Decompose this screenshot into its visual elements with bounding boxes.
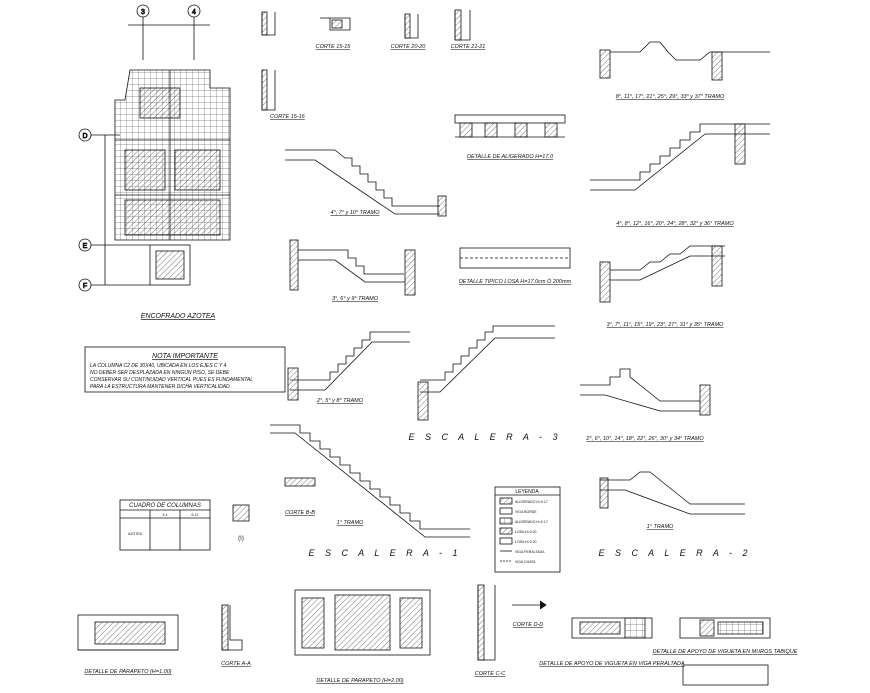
stair-label-r1: 8°, 11°, 17°, 21°, 25°, 29°, 33° y 37° T…	[616, 94, 725, 100]
columns-table	[119, 499, 211, 551]
escalera-2-title: E S C A L E R A - 2	[598, 548, 751, 558]
corte-dd: CORTE D-D	[513, 622, 543, 628]
corte-bb: CORTE B-B	[285, 510, 315, 516]
column-section-icon	[232, 504, 250, 522]
stair-section-escalera-1	[270, 424, 470, 538]
note-line: CONSERVAR SU CONTINUIDAD VERTICAL PUES E…	[90, 377, 253, 383]
note-line: NO DEBER SER DESPLAZADA EN NINGUN PISO, …	[90, 370, 230, 376]
escalera-3-title: E S C A L E R A - 3	[408, 432, 561, 442]
stair-section-l1	[285, 149, 447, 217]
note-line: LA COLUMNA C2 DE 30X40, UBICADA EN LOS E…	[90, 363, 226, 369]
top-cut-details	[261, 9, 471, 111]
note-line: PARA LA ESTRUCTURA MANTENER DICHA VERTIC…	[90, 384, 231, 390]
stair-section-r1	[599, 41, 770, 81]
legend-item: VIGA BORDE	[515, 510, 537, 514]
losa-detail-title: DETALLE TIPICO LOSA H=17.0cm Ó 200mm	[459, 278, 572, 285]
stair-section-r3	[599, 245, 725, 303]
cut-20-20: CORTE 20-20	[391, 44, 427, 50]
parapet-1-title: DETALLE DE PARAPETO (H=1.00)	[84, 669, 171, 675]
stair-label-l2: 3°, 6° y 9° TRAMO	[332, 296, 379, 302]
legend-item: LOSA H=0.20	[515, 530, 537, 534]
escalera-1-title: E S C A L E R A - 1	[308, 548, 461, 558]
roof-formwork-plan	[114, 69, 231, 286]
axis-tags	[78, 4, 210, 292]
aligerado-detail-title: DETALLE DE ALIGERADO H=17.0	[467, 154, 554, 160]
stair-label-r5: 1° TRAMO	[647, 524, 674, 530]
axis-tag-3: 3	[141, 9, 145, 16]
columns-table-title: CUADRO DE COLUMNAS	[129, 503, 201, 509]
stair-section-escalera-3	[417, 325, 555, 421]
stair-section-l3	[287, 331, 410, 401]
corte-dd-detail	[512, 600, 547, 610]
stair-label-l3: 2°, 5° y 8° TRAMO	[316, 398, 364, 404]
stair-section-r2	[590, 123, 770, 191]
legend-item: VIGA PERALTADA	[515, 550, 545, 554]
axis-tag-e: E	[83, 243, 88, 250]
legend-item: LOSA H=0.20	[515, 540, 537, 544]
stair-label-l1: 4°, 7° y 10° TRAMO	[330, 210, 380, 216]
cut-15-16: CORTE 15-16	[270, 114, 306, 120]
aligerado-detail	[454, 114, 566, 138]
corte-aa-detail	[221, 604, 243, 651]
legend-item: ALIGERADO H=0.17	[515, 520, 548, 524]
apoyo-1-title: DETALLE DE APOYO DE VIGUETA EN VIGA PERA…	[539, 661, 685, 667]
note-box	[84, 346, 286, 393]
losa-detail	[459, 247, 571, 269]
apoyo-detail-1	[571, 617, 653, 639]
note-title: NOTA IMPORTANTE	[152, 353, 218, 360]
stair-label-r4: 2°, 6°, 10°, 14°, 18°, 22°, 26°, 30° y 3…	[585, 436, 704, 442]
legend-item: VIGA CHATA	[515, 560, 536, 564]
columns-table-header: 9-1	[162, 513, 167, 517]
axis-tag-f: F	[83, 283, 87, 290]
apoyo-2-title: DETALLE DE APOYO DE VIGUETA EN MUROS TAB…	[653, 649, 798, 655]
parapet-detail-1	[77, 614, 179, 651]
stair-section-l2	[289, 239, 416, 296]
plan-title: ENCOFRADO AZOTEA	[141, 313, 216, 320]
parapet-detail-2	[294, 589, 431, 656]
stair-label-r2: 4°, 8°, 12°, 16°, 20°, 24°, 28°, 32° y 3…	[616, 221, 734, 227]
columns-table-row-label: AZOTEA	[128, 532, 143, 536]
apoyo-detail-2	[679, 617, 771, 686]
parapet-2-title: DETALLE DE PARAPETO (H=2.00)	[316, 678, 403, 684]
cut-15-15: CORTE 15-15	[316, 44, 352, 50]
stair-label-l4: 1° TRAMO	[337, 520, 364, 526]
corte-cc: CORTE C-C	[475, 671, 505, 677]
stair-section-r4	[580, 368, 711, 416]
stair-section-escalera-2	[599, 471, 745, 515]
axis-tag-d: D	[82, 133, 87, 140]
legend-title: LEYENDA	[515, 489, 539, 495]
legend-item: ALIGERADO H=0.17	[515, 500, 548, 504]
columns-table-header: 6-12	[191, 513, 198, 517]
corte-aa: CORTE A-A	[221, 661, 251, 667]
column-tag: (I)	[238, 536, 244, 542]
stair-label-r3: 3°, 7°, 11°, 15°, 19°, 23°, 27°, 31° y 3…	[607, 322, 725, 328]
legend-box	[494, 486, 561, 573]
cut-21-21: CORTE 21-21	[451, 44, 486, 50]
corte-cc-detail	[477, 584, 496, 661]
axis-tag-4: 4	[192, 9, 196, 16]
